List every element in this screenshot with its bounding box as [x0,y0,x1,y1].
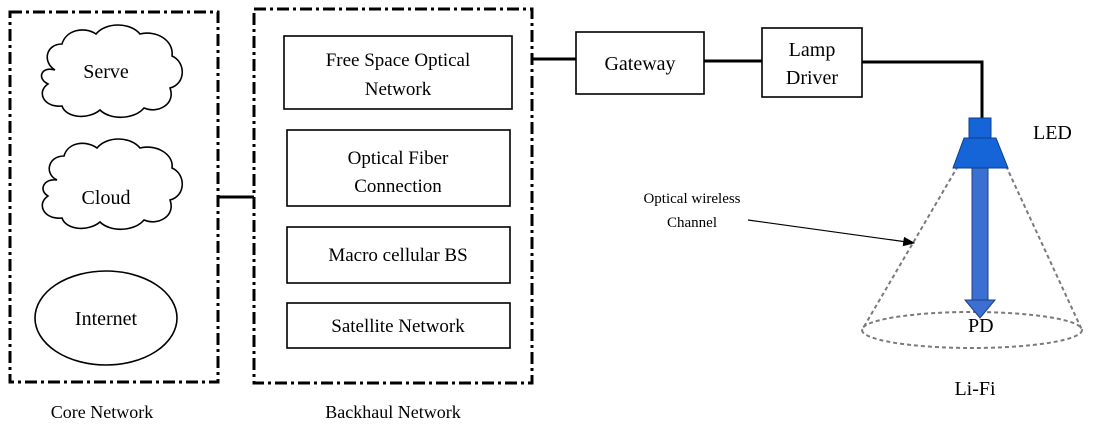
led-cap [968,117,992,139]
internet-shape [34,270,178,366]
backhaul-network-box [252,7,534,385]
lamp-driver-box [761,27,863,98]
cloud-label: Cloud [82,187,131,209]
fso-network-box [283,35,513,110]
internet-label: Internet [75,308,138,330]
led-label: LED [1033,122,1072,144]
cone-left-edge [861,165,959,331]
fso-label-line2: Network [365,79,432,100]
gateway-box [575,31,705,95]
gateway-label: Gateway [604,53,675,75]
lamp-led-cable [862,60,984,118]
cloud-shape [41,138,184,231]
satellite-box [286,302,511,349]
core-network-label: Core Network [51,402,153,422]
satellite-label: Satellite Network [331,316,465,337]
lamp-driver-label-line2: Driver [786,67,839,89]
serve-label: Serve [83,61,129,83]
pd-label: PD [968,315,994,337]
optical-fiber-box [286,129,511,207]
beam-shaft [971,165,989,302]
beam-arrowhead [963,299,997,319]
led-body [952,137,1009,169]
fso-label-line1: Free Space Optical [326,50,471,71]
cone-right-edge [1005,165,1083,331]
cone-base [861,311,1083,349]
channel-callout-arrow [747,219,916,247]
serve-cloud-shape [40,24,184,119]
fiber-label-line2: Connection [354,176,442,197]
lifi-label: Li-Fi [954,378,996,400]
lamp-driver-label-line1: Lamp [789,39,836,61]
macro-cellular-box [286,226,511,284]
macro-cellular-label: Macro cellular BS [328,245,467,266]
fiber-label-line1: Optical Fiber [348,148,449,169]
channel-label-line2: Channel [667,215,717,231]
backhaul-network-label: Backhaul Network [325,402,460,422]
channel-label-line1: Optical wireless [643,191,740,207]
